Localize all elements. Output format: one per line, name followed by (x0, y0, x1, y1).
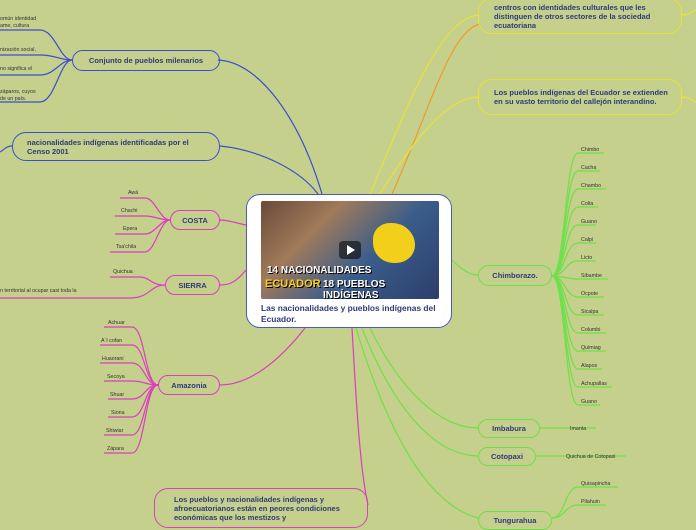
topic-sierra[interactable]: SIERRA (165, 275, 220, 295)
leaf-bottom-quisapincha[interactable]: Quisapincha (581, 481, 611, 487)
topic-label: Imbabura (492, 424, 526, 433)
central-topic[interactable]: 14 NACIONALIDADES ECUADOR 18 PUEBLOS IND… (246, 194, 452, 328)
topic-amazonia[interactable]: Amazonia (158, 375, 220, 395)
leaf-imbabura-imanta[interactable]: Imanta (570, 426, 587, 432)
leaf-chimborazo-6[interactable]: Calpi (581, 237, 594, 243)
topic-label: COSTA (182, 215, 208, 225)
leaf-chimborazo-14[interactable]: Achupallas (581, 381, 607, 387)
leaf-milenarios-3[interactable]: no significa el (0, 66, 33, 72)
topic-censo-2001[interactable]: nacionalidades indígenas identificadas p… (12, 132, 220, 161)
leaf-costa-epera[interactable]: Epera (123, 226, 138, 232)
leaf-costa-chachi[interactable]: Chachi (121, 208, 138, 214)
leaf-chimborazo-9[interactable]: Ocpote (581, 291, 599, 297)
leaf-costa-awa[interactable]: Awá (128, 190, 139, 196)
leaf-amazonia-secoya[interactable]: Secoya (107, 374, 125, 380)
topic-label: Conjunto de pueblos milenarios (88, 56, 204, 65)
leaf-amazonia-siona[interactable]: Siona (111, 410, 125, 416)
thumbnail-line-2: ECUADOR (265, 278, 321, 290)
play-icon[interactable] (339, 241, 361, 259)
topic-chimborazo[interactable]: Chimborazo. (478, 265, 552, 286)
leaf-chimborazo-10[interactable]: Sicalpa (581, 309, 599, 315)
leaf-amazonia-huaorani[interactable]: Huaorani (102, 356, 124, 362)
topic-label: Chimborazo. (492, 271, 538, 280)
leaf-chimborazo-3[interactable]: Chambo (581, 183, 602, 189)
topic-label: nacionalidades indígenas identificadas p… (27, 137, 189, 156)
leaf-chimborazo-11[interactable]: Columbi (581, 327, 601, 333)
leaf-costa-tsachila[interactable]: Tsa'chila (116, 244, 137, 250)
leaf-milenarios-2[interactable]: nización social, (0, 47, 36, 53)
leaf-amazonia-achuar[interactable]: Achuar (108, 320, 125, 326)
topic-identidades-culturales[interactable]: centros con identidades culturales que l… (478, 0, 682, 34)
topic-bottom-right[interactable]: Tungurahua (478, 511, 552, 530)
leaf-chimborazo-5[interactable]: Guano (581, 219, 597, 225)
topic-label: SIERRA (178, 280, 207, 290)
leaf-amazonia-zapara[interactable]: Zápara (107, 446, 124, 452)
leaf-chimborazo-7[interactable]: Licto (581, 255, 593, 261)
video-thumbnail[interactable]: 14 NACIONALIDADES ECUADOR 18 PUEBLOS IND… (261, 201, 439, 299)
topic-label: Amazonia (171, 380, 207, 390)
leaf-bottom-pilahuin[interactable]: Pilahuin (581, 499, 600, 505)
topic-label: Los pueblos y nacionalidades indígenas y… (174, 495, 340, 522)
topic-label: Los pueblos indígenas del Ecuador se ext… (494, 88, 668, 106)
leaf-chimborazo-2[interactable]: Cacha (581, 165, 597, 171)
leaf-chimborazo-1[interactable]: Chimbo (581, 147, 600, 153)
topic-pueblos-milenarios[interactable]: Conjunto de pueblos milenarios (72, 50, 220, 71)
leaf-amazonia-shiwiar[interactable]: Shiwiar (106, 428, 124, 434)
topic-label: centros con identidades culturales que l… (494, 2, 651, 30)
central-title: Las nacionalidades y pueblos indígenas d… (261, 303, 436, 324)
leaf-chimborazo-12[interactable]: Quimiag (581, 345, 601, 351)
thumbnail-line-1: 14 NACIONALIDADES (267, 265, 372, 276)
topic-label: Cotopaxi (490, 452, 524, 461)
topic-label: Tungurahua (493, 516, 537, 525)
thumbnail-line-3: 18 PUEBLOS INDÍGENAS (323, 279, 386, 299)
leaf-amazonia-shuar[interactable]: Shuar (110, 392, 125, 398)
leaf-sierra-territorial[interactable]: n territorial al ocupar casi toda la (0, 288, 77, 294)
leaf-chimborazo-13[interactable]: Alapos (581, 363, 598, 369)
leaf-chimborazo-15[interactable]: Guano (581, 399, 597, 405)
topic-cotopaxi[interactable]: Cotopaxi (478, 447, 536, 466)
leaf-cotopaxi-quichua[interactable]: Quichua de Cotopaxi (566, 454, 616, 460)
topic-condiciones-economicas[interactable]: Los pueblos y nacionalidades indígenas y… (154, 488, 368, 528)
topic-costa[interactable]: COSTA (170, 210, 220, 230)
leaf-chimborazo-8[interactable]: Sibambe (581, 273, 602, 279)
leaf-sierra-quichua[interactable]: Quichua (113, 269, 133, 275)
topic-imbabura[interactable]: Imbabura (478, 419, 540, 438)
topic-territorio-interandino[interactable]: Los pueblos indígenas del Ecuador se ext… (478, 79, 682, 115)
leaf-amazonia-cofan[interactable]: A´I cofan (101, 338, 123, 344)
ecuador-map-icon (373, 223, 415, 263)
leaf-chimborazo-4[interactable]: Colta (581, 201, 594, 207)
